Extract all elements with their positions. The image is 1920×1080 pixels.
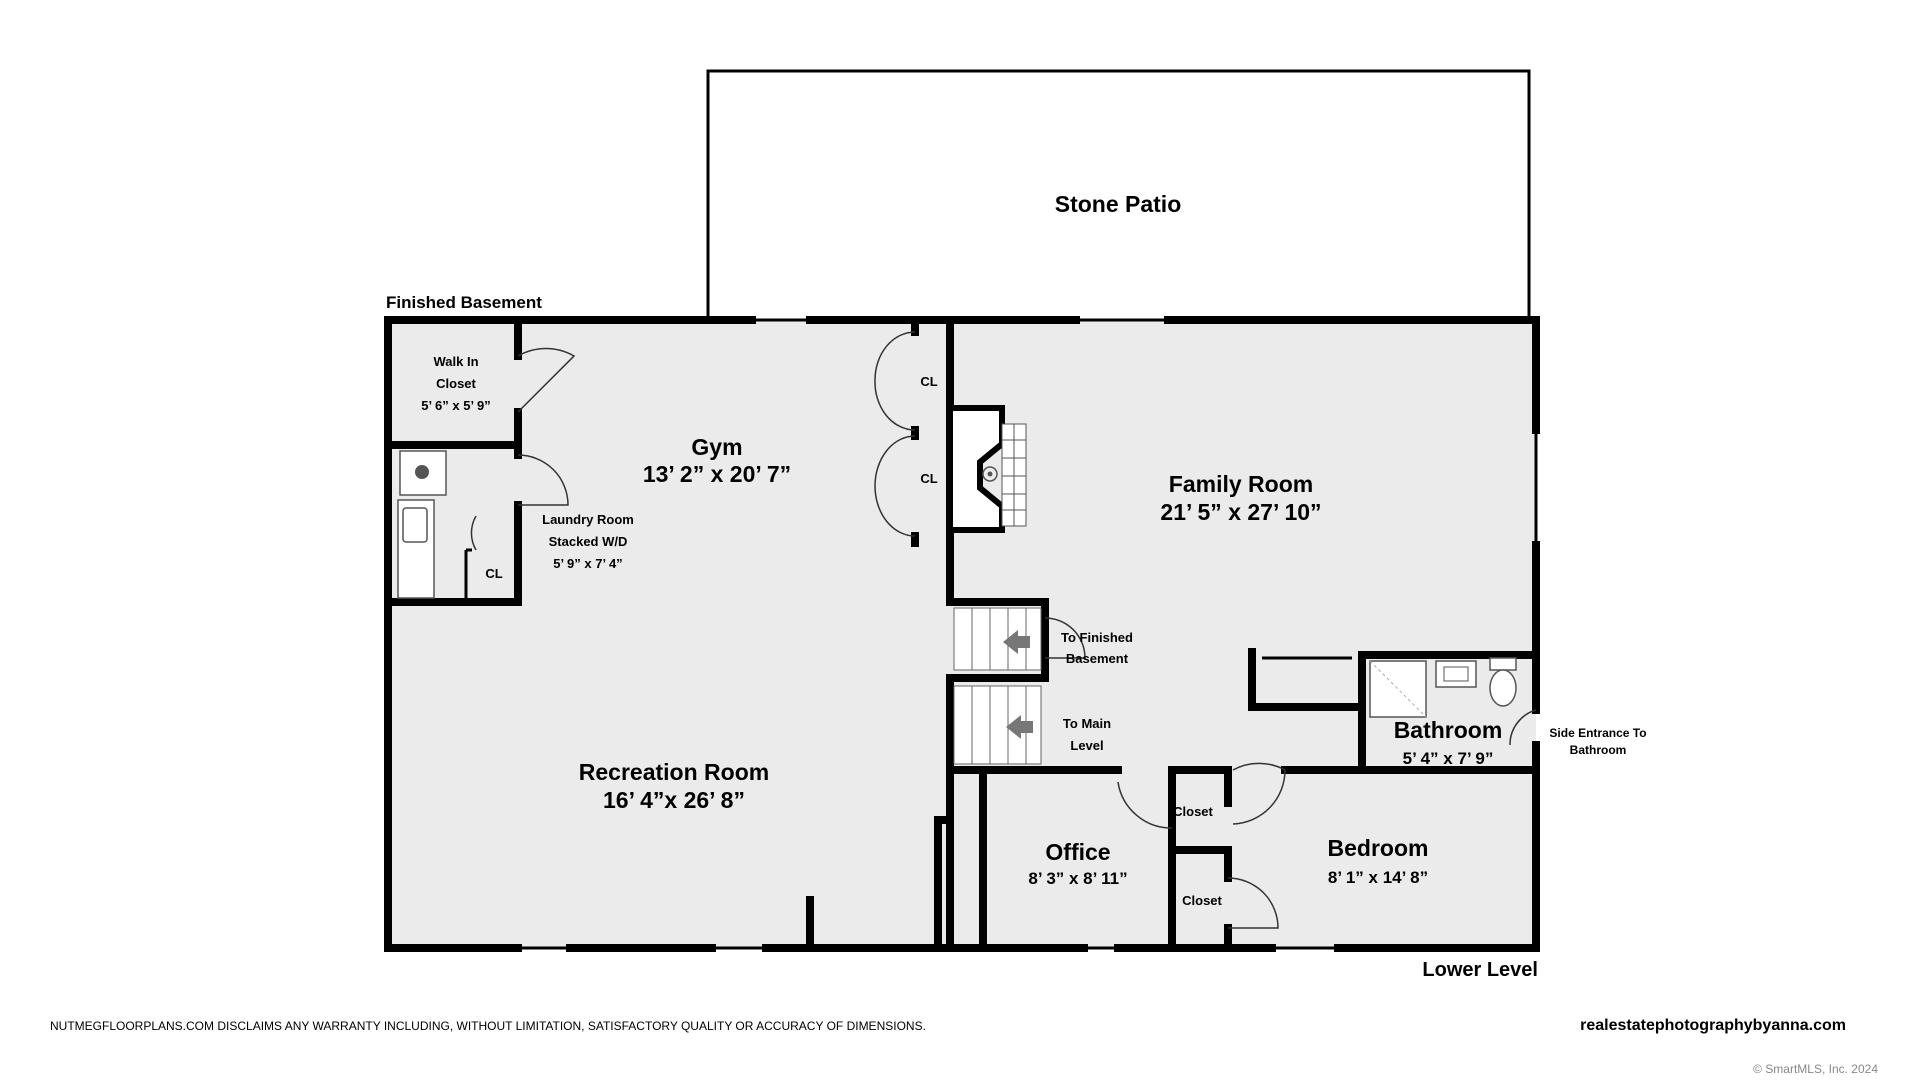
family-room-dims: 21’ 5” x 27’ 10” <box>1160 499 1321 525</box>
laundry-dims: 5’ 9” x 7’ 4” <box>553 556 622 571</box>
closet-label: Closet <box>1182 893 1222 908</box>
recreation-room-label: Recreation Room <box>579 759 769 785</box>
closet-label: CL <box>920 471 937 486</box>
fireplace-icon <box>947 405 1027 533</box>
laundry-label: Stacked W/D <box>549 534 628 549</box>
plan-title: Finished Basement <box>386 293 542 312</box>
toilet-icon <box>1489 657 1517 707</box>
office-dims: 8’ 3” x 8’ 11” <box>1028 869 1127 888</box>
bedroom-label: Bedroom <box>1328 835 1429 861</box>
door-swings <box>470 331 1537 929</box>
family-room-label: Family Room <box>1169 471 1313 497</box>
walk-in-closet-label: Closet <box>436 376 476 391</box>
patio-label: Stone Patio <box>1055 191 1182 217</box>
stairs-label: Level <box>1070 738 1103 753</box>
washer-dryer-icon <box>399 450 447 496</box>
bathroom-label: Bathroom <box>1394 717 1503 743</box>
shower-icon <box>1369 660 1427 718</box>
website: realestatephotographybyanna.com <box>1580 1017 1846 1034</box>
recreation-room-dims: 16’ 4”x 26’ 8” <box>603 787 745 813</box>
bedroom-dims: 8’ 1” x 14’ 8” <box>1328 868 1428 887</box>
copyright: © SmartMLS, Inc. 2024 <box>1753 1062 1878 1076</box>
laundry-label: Laundry Room <box>542 512 634 527</box>
walk-in-closet-dims: 5’ 6” x 5’ 9” <box>421 398 490 413</box>
patio-outline <box>706 69 1531 316</box>
bathroom-dims: 5’ 4” x 7’ 9” <box>1403 749 1494 768</box>
stairs-arrow-icon <box>1006 715 1033 739</box>
walk-in-closet-label: Walk In <box>433 354 478 369</box>
side-entrance-label: Side Entrance To <box>1549 726 1646 740</box>
stairs <box>953 607 1042 765</box>
sink-icon <box>397 499 435 599</box>
disclaimer: NUTMEGFLOORPLANS.COM DISCLAIMS ANY WARRA… <box>50 1019 926 1033</box>
exterior-walls <box>384 316 1540 952</box>
closet-label: CL <box>920 374 937 389</box>
office-label: Office <box>1045 839 1110 865</box>
stairs-label: Basement <box>1066 651 1129 666</box>
closet-label: CL <box>485 566 502 581</box>
gym-dims: 13’ 2” x 20’ 7” <box>643 461 791 487</box>
gym-label: Gym <box>691 434 742 460</box>
closet-label: Closet <box>1173 804 1213 819</box>
windows <box>518 318 1538 950</box>
side-entrance-label: Bathroom <box>1570 743 1627 757</box>
stairs-label: To Finished <box>1061 630 1133 645</box>
stairs-label: To Main <box>1063 716 1111 731</box>
stairs-arrow-icon <box>1003 630 1030 654</box>
level-label: Lower Level <box>1422 959 1538 981</box>
bathroom-sink-icon <box>1435 660 1477 688</box>
